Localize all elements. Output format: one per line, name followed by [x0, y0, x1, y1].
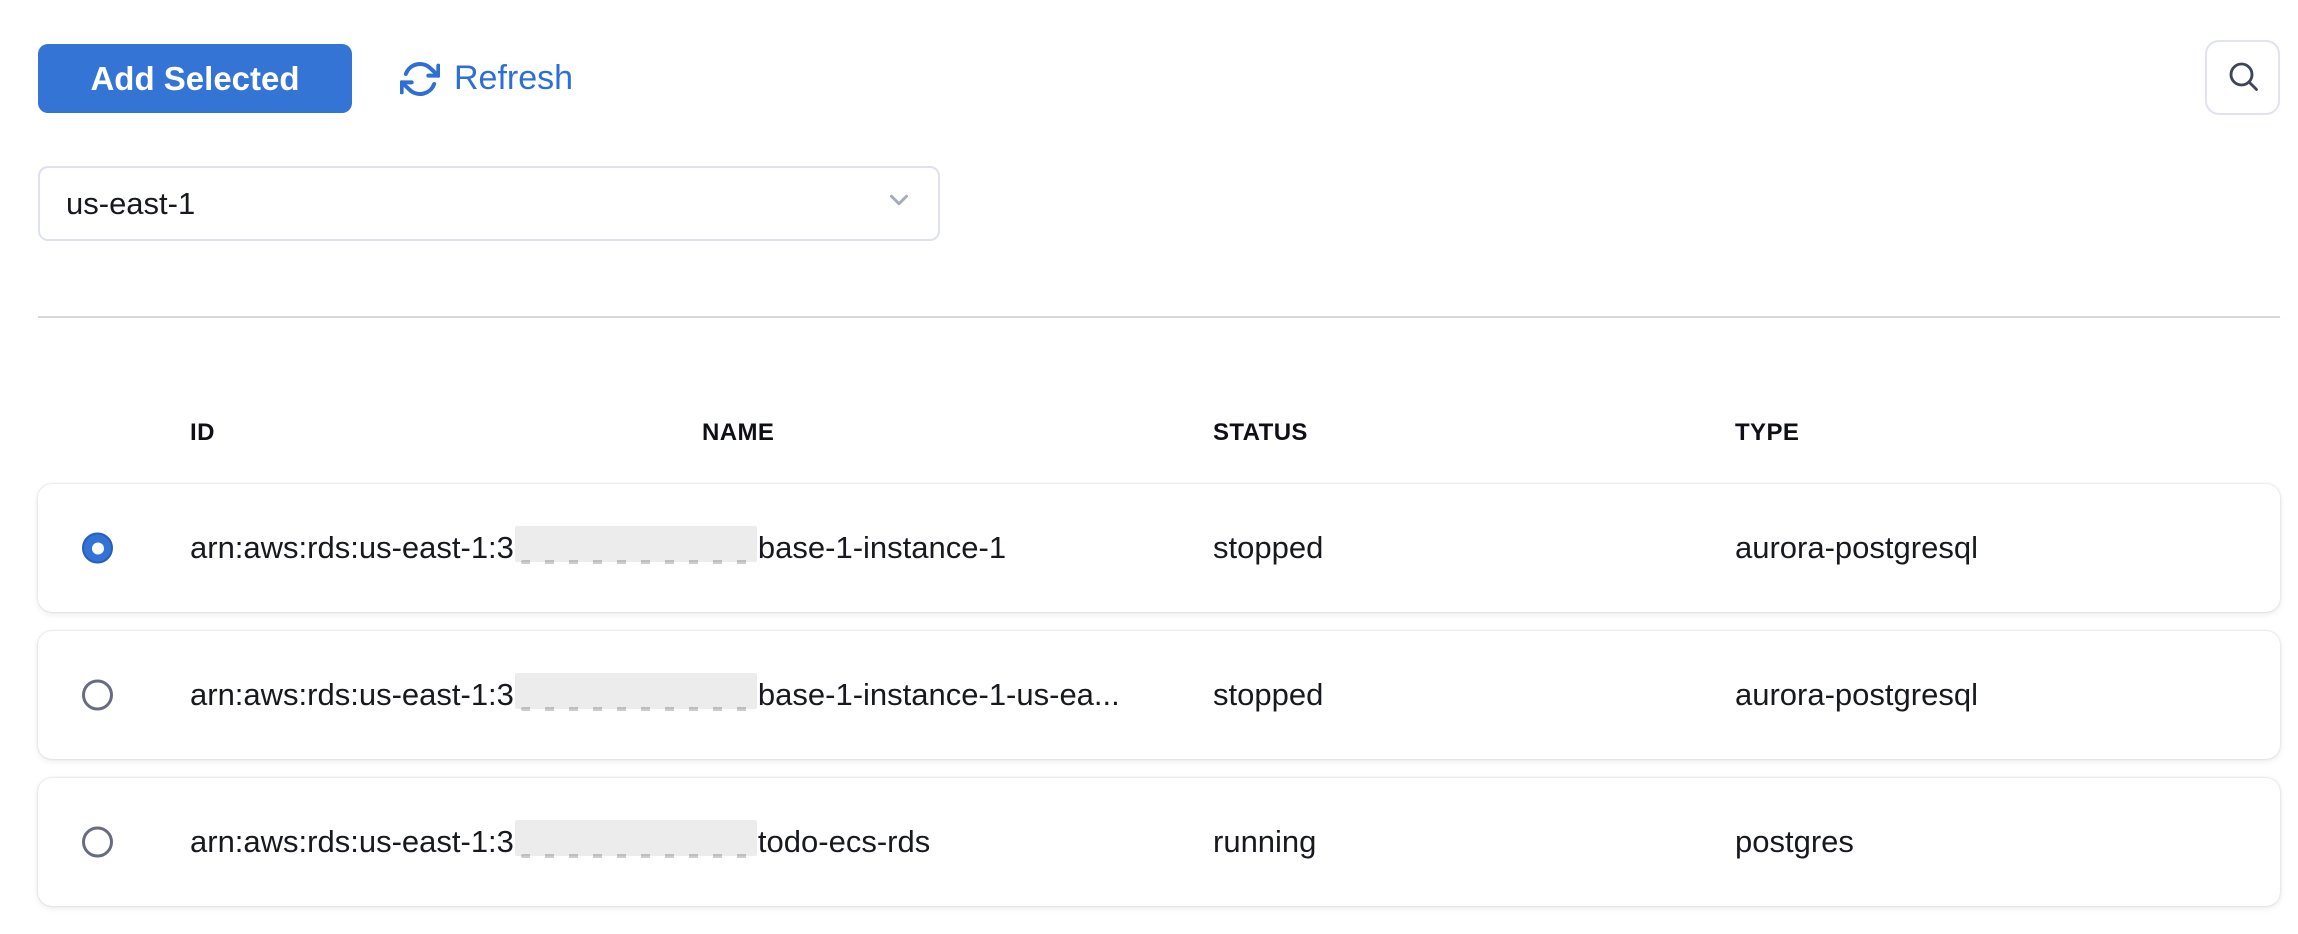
- cell-type: aurora-postgresql: [1735, 677, 1978, 712]
- refresh-label: Refresh: [454, 59, 574, 97]
- name-text: base-1-instance-1: [757, 530, 1007, 565]
- refresh-icon: [400, 59, 440, 99]
- column-header-id: ID: [190, 419, 215, 446]
- id-prefix-text: arn:aws:rds:us-east-1:3: [190, 677, 514, 712]
- table-row[interactable]: arn:aws:rds:us-east-1:3 base-1-instance-…: [38, 631, 2280, 759]
- cell-id: arn:aws:rds:us-east-1:3 todo-ecs-rds: [190, 820, 931, 860]
- table-row[interactable]: arn:aws:rds:us-east-1:3 base-1-instance-…: [38, 484, 2280, 612]
- cell-type: postgres: [1735, 824, 1854, 859]
- redaction-box: [514, 673, 757, 711]
- chevron-down-icon: [884, 185, 914, 223]
- cell-status: running: [1213, 824, 1317, 859]
- redaction-box: [514, 526, 757, 564]
- search-button[interactable]: [2205, 40, 2280, 115]
- id-prefix-text: arn:aws:rds:us-east-1:3: [190, 530, 514, 565]
- id-prefix-text: arn:aws:rds:us-east-1:3: [190, 824, 514, 859]
- cell-status: stopped: [1213, 677, 1324, 712]
- column-header-type: TYPE: [1735, 419, 1800, 446]
- redaction-box: [514, 820, 757, 858]
- region-select-value: us-east-1: [66, 185, 196, 221]
- cell-id: arn:aws:rds:us-east-1:3 base-1-instance-…: [190, 673, 1120, 713]
- add-selected-button[interactable]: Add Selected: [38, 44, 352, 113]
- refresh-button[interactable]: Refresh: [400, 44, 573, 113]
- column-header-name: NAME: [702, 419, 775, 446]
- table-body: arn:aws:rds:us-east-1:3 base-1-instance-…: [38, 484, 2280, 906]
- divider: [38, 316, 2280, 318]
- name-text: todo-ecs-rds: [757, 824, 931, 859]
- region-select[interactable]: us-east-1: [38, 166, 940, 241]
- cell-type: aurora-postgresql: [1735, 530, 1978, 565]
- row-radio[interactable]: [82, 532, 113, 564]
- cell-status: stopped: [1213, 530, 1324, 565]
- cell-id: arn:aws:rds:us-east-1:3 base-1-instance-…: [190, 526, 1007, 566]
- row-radio[interactable]: [82, 679, 113, 711]
- name-text: base-1-instance-1-us-ea...: [757, 677, 1120, 712]
- toolbar: Add Selected Refresh: [38, 40, 2280, 115]
- search-icon: [2225, 58, 2261, 97]
- column-header-status: STATUS: [1213, 419, 1308, 446]
- row-radio[interactable]: [82, 826, 113, 858]
- table-header-row: ID NAME STATUS TYPE: [38, 399, 2280, 467]
- table-row[interactable]: arn:aws:rds:us-east-1:3 todo-ecs-rds run…: [38, 778, 2280, 906]
